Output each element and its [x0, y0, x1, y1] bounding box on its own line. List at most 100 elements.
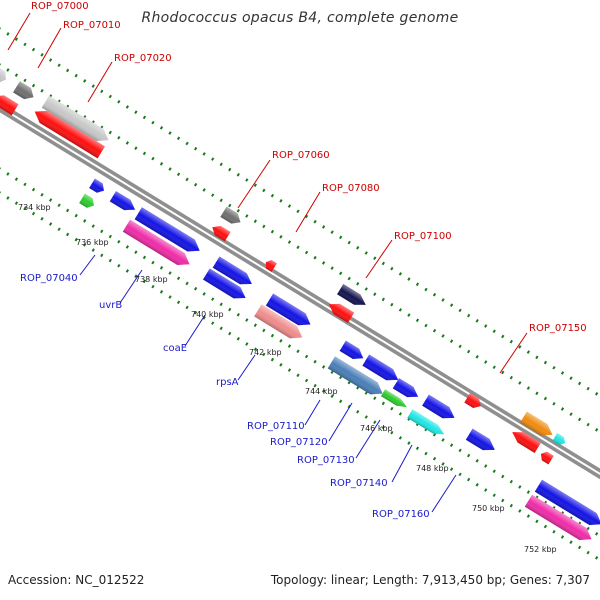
gene-label-rpsa: rpsA [216, 377, 239, 388]
gene-arrow-red-e[interactable] [509, 427, 541, 453]
gene-features [0, 66, 600, 546]
gene-arrow-blue-a[interactable] [89, 178, 107, 196]
gene-rop-07020-shading [41, 95, 109, 142]
gene-arrow-red-d-shading [265, 259, 277, 272]
dotted-guide-line [0, 27, 600, 398]
dotted-guide-line [0, 63, 600, 434]
position-label-738: 738 kbp [135, 275, 168, 284]
dotted-guide-line [0, 167, 600, 538]
gene-label-rop-07160: ROP_07160 [372, 509, 430, 520]
gene-arrow-salmon-a-shading [254, 304, 303, 339]
gene-label-rop-07140: ROP_07140 [330, 478, 388, 489]
gene-arrow-blue-d[interactable] [392, 378, 421, 402]
gene-label-rop-07130: ROP_07130 [297, 455, 355, 466]
tick-lines [0, 27, 600, 562]
gene-rop-07150[interactable] [464, 393, 483, 411]
gene-label-rop-07150: ROP_07150 [529, 323, 587, 334]
gene-arrow-blue-a-shading [89, 178, 104, 193]
position-label-746: 746 kbp [360, 424, 393, 433]
gene-arrow-red-a[interactable] [0, 91, 19, 116]
position-label-748: 748 kbp [416, 464, 449, 473]
gene-rop-07080-shading [337, 284, 366, 305]
position-label-736: 736 kbp [76, 238, 109, 247]
gene-arrow-red-f-shading [540, 451, 554, 465]
gene-rop-07160-shading [465, 428, 495, 451]
gene-rop-07130[interactable] [380, 389, 409, 410]
gene-label-rop-07040: ROP_07040 [20, 273, 78, 284]
gene-coae-shading [212, 256, 252, 285]
gene-label-rop-07010: ROP_07010 [63, 20, 121, 31]
gene-rop-07060[interactable] [220, 206, 243, 228]
gene-uvrb[interactable] [134, 207, 204, 257]
gene-rop-07000[interactable] [0, 66, 9, 85]
gene-label-rop-07080: ROP_07080 [322, 183, 380, 194]
gene-rop-07010-shading [13, 81, 34, 100]
gene-rop-07100[interactable] [326, 299, 355, 323]
gene-arrow-blue-c[interactable] [362, 354, 401, 386]
gene-rop-07040[interactable] [109, 191, 138, 215]
gene-arrow-green-a[interactable] [79, 193, 97, 211]
gene-rop-07140-shading [407, 409, 445, 435]
accession-text: Accession: NC_012522 [8, 573, 145, 587]
label-leaders [7, 12, 528, 513]
gene-label-rop-07020: ROP_07020 [114, 53, 172, 64]
position-label-752: 752 kbp [524, 545, 557, 554]
gene-arrow-pink-b-shading [524, 494, 592, 541]
gene-arrow-red-e-shading [512, 432, 541, 453]
gene-arrow-red-d[interactable] [263, 258, 277, 272]
position-label-742: 742 kbp [249, 348, 282, 357]
gene-arrow-blue-c-shading [362, 354, 399, 381]
gene-rpsa[interactable] [265, 293, 314, 331]
position-label-734: 734 kbp [18, 203, 51, 212]
gene-arrow-blue-e-shading [422, 394, 455, 419]
dotted-guide-line [0, 191, 600, 562]
genome-title: Rhodococcus opacus B4, complete genome [141, 10, 459, 26]
gene-rop-07060-shading [220, 206, 241, 224]
gene-rop-07150-shading [464, 393, 481, 408]
gene-label-rop-07000: ROP_07000 [31, 1, 89, 12]
position-label-750: 750 kbp [472, 504, 505, 513]
gene-label-uvrb: uvrB [99, 300, 122, 311]
gene-arrow-blue-b[interactable] [202, 268, 249, 303]
gene-arrow-red-f[interactable] [538, 450, 554, 465]
gene-arrow-pink-a[interactable] [122, 219, 193, 271]
gene-rop-07130-shading [380, 389, 407, 408]
gene-arrow-cyan-a[interactable] [552, 433, 568, 447]
gene-arrow-orange-a[interactable] [520, 411, 556, 441]
gene-arrow-green-a-shading [79, 193, 94, 208]
gene-arrow-pink-a-shading [122, 219, 190, 266]
gene-rop-07040-shading [109, 191, 136, 211]
gene-rop-07140[interactable] [407, 409, 446, 438]
gene-uvrb-shading [134, 207, 200, 252]
gene-rop-07080[interactable] [337, 284, 369, 310]
gene-arrow-cyan-a-shading [552, 433, 566, 445]
gene-rop-07110-shading [339, 340, 364, 359]
gene-label-rop-07110: ROP_07110 [247, 421, 305, 432]
position-label-744: 744 kbp [305, 387, 338, 396]
position-label-740: 740 kbp [191, 310, 224, 319]
gene-arrow-red-c-shading [212, 225, 231, 242]
gene-arrow-blue-f[interactable] [534, 479, 600, 531]
topology-text: Topology: linear; Length: 7,913,450 bp; … [270, 573, 590, 587]
gene-arrow-salmon-a[interactable] [254, 304, 306, 343]
gene-rop-07110[interactable] [339, 340, 367, 364]
gene-rop-07010[interactable] [13, 81, 37, 103]
gene-label-rop-07100: ROP_07100 [394, 231, 452, 242]
gene-arrow-orange-a-shading [520, 411, 553, 436]
gene-rpsa-shading [265, 293, 311, 326]
gene-rop-07020[interactable] [41, 95, 112, 147]
gene-arrow-red-c[interactable] [209, 223, 231, 242]
gene-arrow-red-b-shading [34, 110, 105, 159]
gene-rop-07100-shading [328, 303, 355, 323]
gene-arrow-blue-e[interactable] [422, 394, 458, 424]
gene-arrow-pink-b[interactable] [524, 494, 595, 546]
gene-rop-07160[interactable] [465, 428, 498, 456]
gene-coae[interactable] [212, 256, 256, 290]
gene-arrow-red-a-shading [0, 95, 19, 116]
gene-label-coae: coaE [163, 343, 187, 354]
gene-arrow-red-b[interactable] [31, 106, 105, 159]
gene-rop-07000-shading [0, 66, 6, 83]
gene-label-rop-07120: ROP_07120 [270, 437, 328, 448]
gene-rop-07120[interactable] [327, 356, 386, 399]
